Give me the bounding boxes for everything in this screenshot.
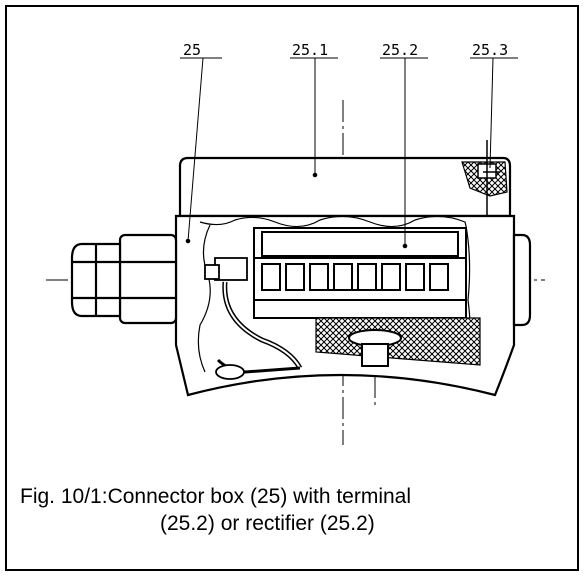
figure-caption: Fig. 10/1:Connector box (25) with termin… xyxy=(20,483,411,537)
callout-25-1: 25.1 xyxy=(292,41,328,59)
leader-lines xyxy=(180,57,518,249)
cover-screw-section xyxy=(461,140,508,215)
ground-terminal xyxy=(204,257,303,380)
caption-line-1: Connector box (25) with terminal xyxy=(107,485,412,508)
caption-line-2: (25.2) or rectifier (25.2) xyxy=(160,512,375,535)
callout-25: 25 xyxy=(183,41,201,59)
figure-frame xyxy=(5,5,579,571)
cable-gland xyxy=(70,233,178,325)
figure-number: Fig. 10/1: xyxy=(20,485,108,508)
callout-25-3: 25.3 xyxy=(472,41,508,59)
cover xyxy=(178,156,512,218)
terminal-block xyxy=(253,227,467,319)
bottom-screw xyxy=(315,317,481,367)
connector-box-drawing: 25 25.1 25.2 25.3 xyxy=(46,41,545,445)
right-boss xyxy=(512,233,532,327)
callout-25-2: 25.2 xyxy=(382,41,418,59)
